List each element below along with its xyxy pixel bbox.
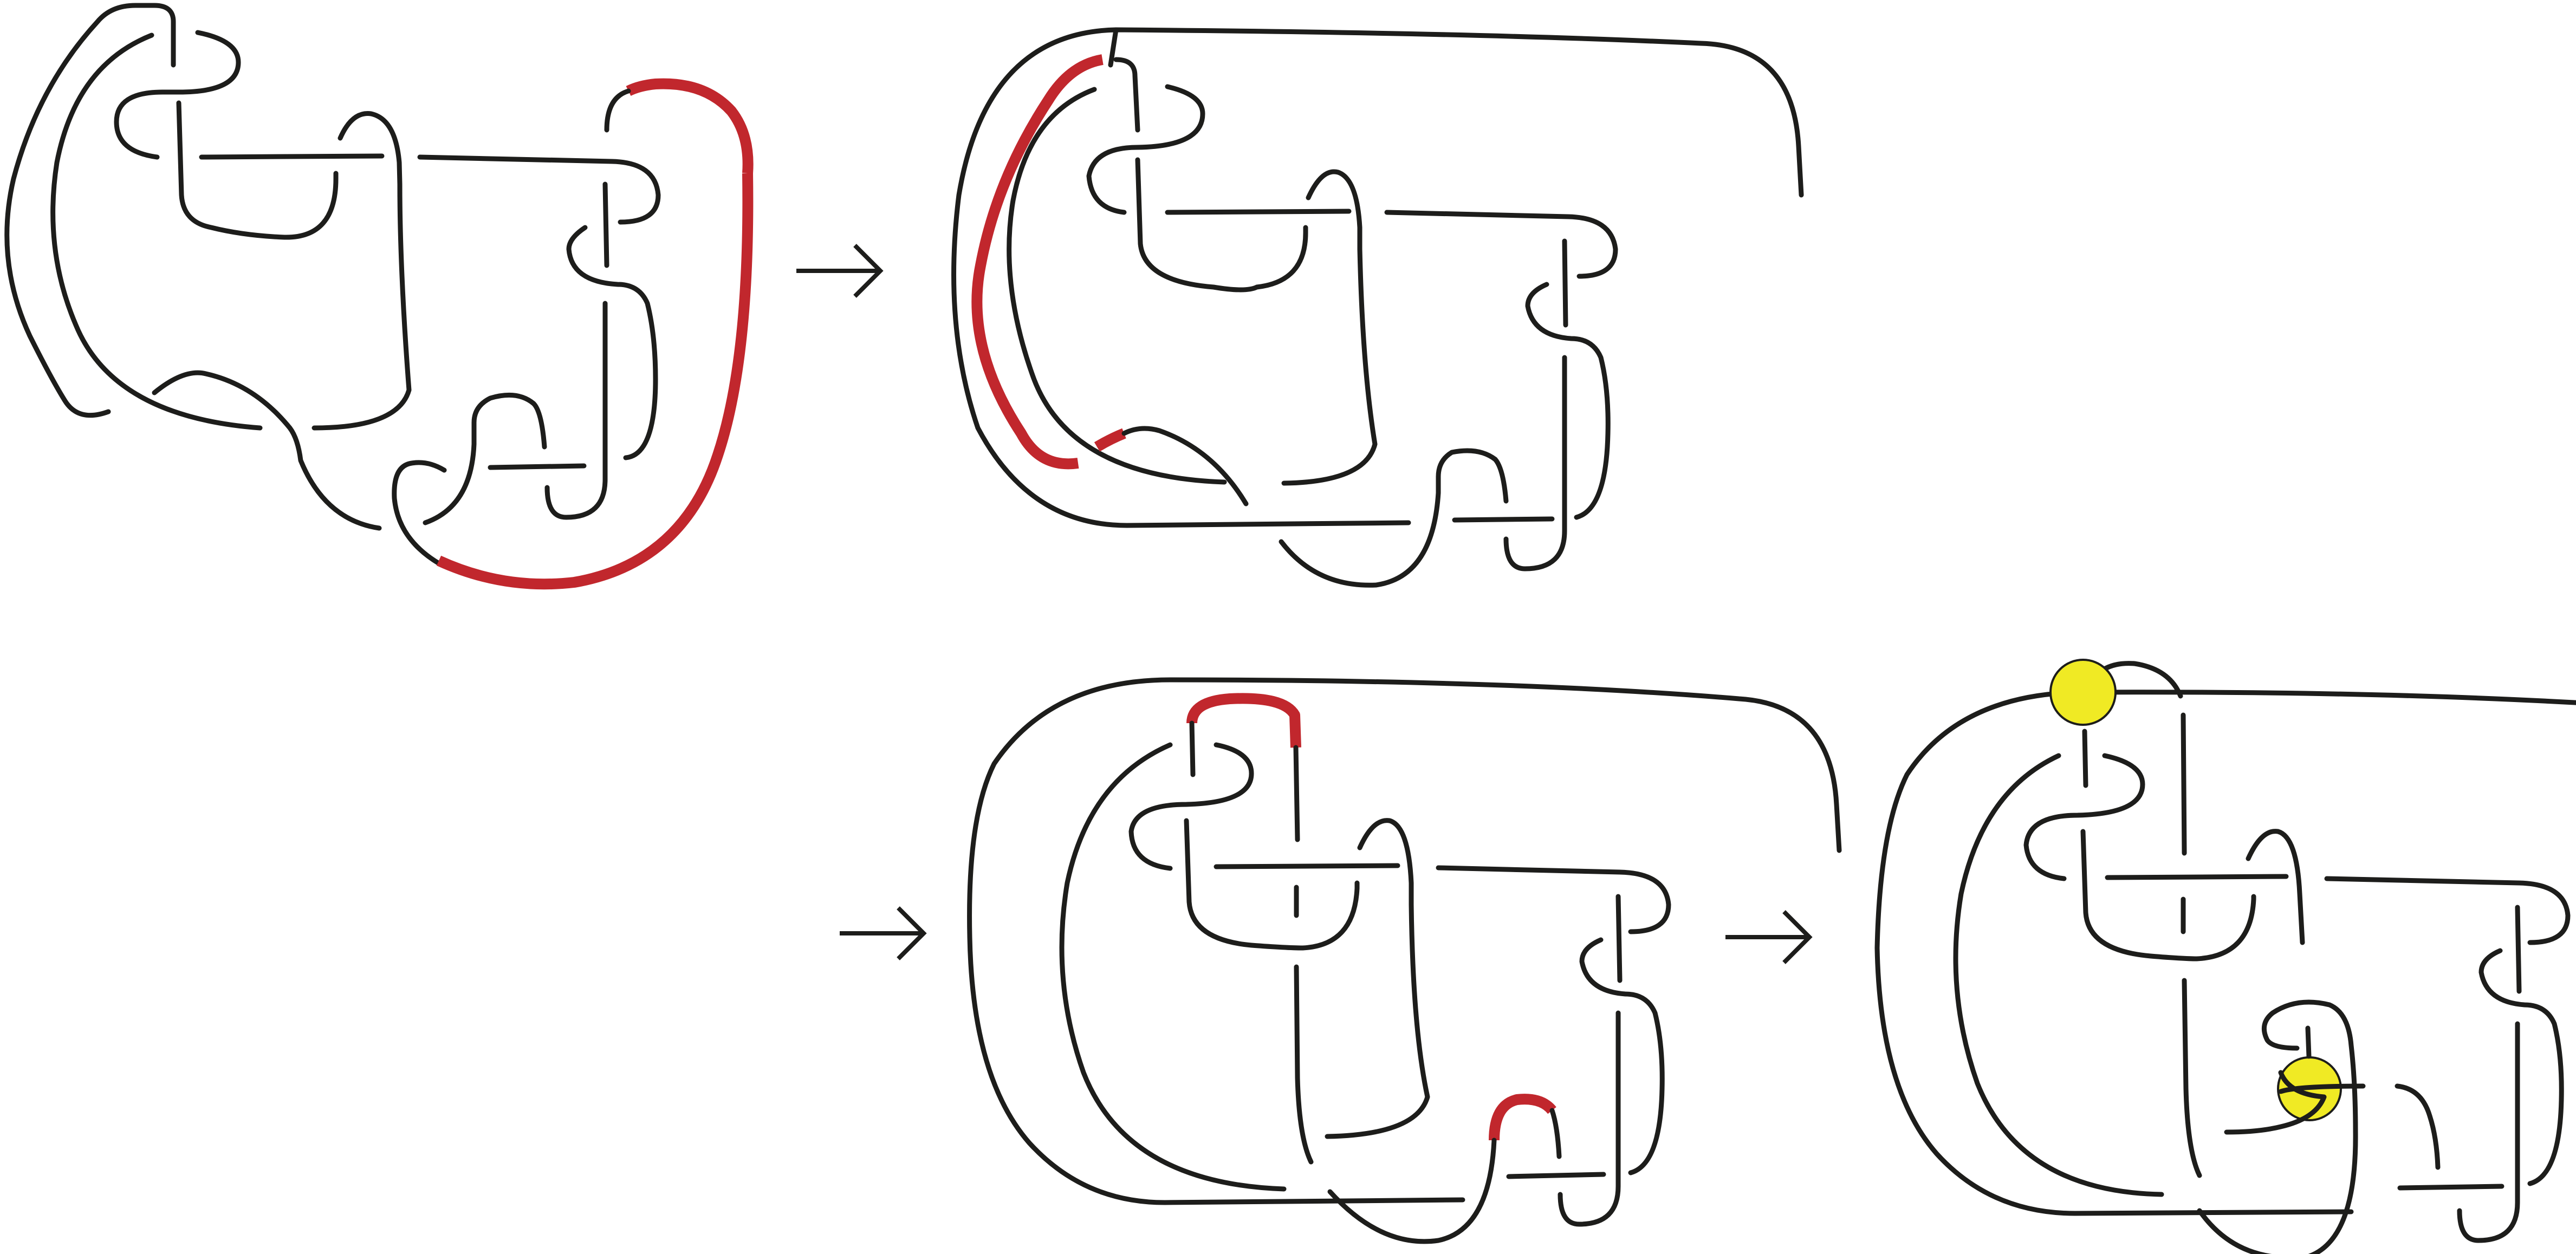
strand-center-vertical <box>1184 818 1360 951</box>
strand-outer-frame <box>2083 690 2576 705</box>
strand-outer-left <box>967 677 1465 1205</box>
strand-right-curl <box>1579 937 1665 1175</box>
strand-top-right-vertical <box>1293 745 1300 842</box>
strand-top-hook <box>160 30 241 95</box>
strand-right-vertical-1 <box>602 181 609 268</box>
strand-top-curl <box>114 89 165 160</box>
strand-right-vertical-1 <box>1615 894 1623 983</box>
strand-small-arch <box>312 111 412 431</box>
strand-outer-loop <box>4 3 176 418</box>
arrow-1-to-2 <box>796 244 884 298</box>
strand-top-vertical-right <box>1113 57 1140 133</box>
highlight-arc-left <box>971 54 1104 470</box>
strand-top-hook <box>1128 742 1254 871</box>
strand-clasp-loop <box>2197 999 2358 1254</box>
strand-horizontal-bar <box>199 153 385 160</box>
strand-right-curl-1 <box>566 225 658 460</box>
strand-lower-bump-left <box>1327 1138 1497 1244</box>
strand-small-arch <box>2246 829 2305 945</box>
strand-horizontal-bar <box>1165 209 1352 215</box>
strand-lower-bar <box>2397 1184 2504 1191</box>
strand-outer-left <box>951 27 1411 528</box>
strand-inner-loop <box>1059 742 1287 1192</box>
strand-long-horizontal <box>2324 876 2571 945</box>
strand-top-vertical <box>2082 729 2088 788</box>
strand-top-hook <box>2023 753 2145 881</box>
strand-small-arch <box>1281 169 1378 486</box>
strand-bottom-left-loop <box>392 460 447 566</box>
strand-outer-frame <box>1108 27 1804 198</box>
strand-clasp-tail <box>2224 1070 2327 1135</box>
diagram-1 <box>4 3 754 590</box>
strand-top-left-vertical <box>1189 720 1196 777</box>
strand-horizontal-bar <box>1214 863 1400 869</box>
strand-lower-bump-right <box>2395 1083 2441 1170</box>
highlight-small-hump <box>1094 428 1126 452</box>
strand-outer-frame <box>1167 677 1842 853</box>
arrow-head <box>853 244 884 298</box>
strand-inner-loop <box>50 33 263 431</box>
strand-long-horizontal <box>1384 210 1618 279</box>
strand-lower-bump <box>423 392 547 525</box>
strand-top-right-tail <box>604 88 631 133</box>
strand-top-hook <box>1086 84 1205 215</box>
strand-clasp-cross <box>2278 1083 2366 1094</box>
strand-center-vertical <box>176 100 339 240</box>
arrow-3-to-4 <box>1725 910 1813 964</box>
strand-horizontal-bar <box>2105 874 2289 880</box>
strand-right-vertical-1 <box>2515 905 2522 994</box>
strand-right-curl <box>1525 282 1611 520</box>
diagram-4 <box>1874 659 2576 1254</box>
strand-lower-bar <box>1506 1172 1606 1179</box>
strand-inner-loop <box>1007 87 1227 485</box>
highlight-small-arch <box>1489 1094 1556 1141</box>
arrow-head <box>897 906 927 960</box>
highlight-arc-top <box>626 78 754 174</box>
strand-lower-bump-right <box>1549 1108 1562 1159</box>
strand-center-vertical <box>1135 157 1308 293</box>
diagram-2 <box>951 27 1804 588</box>
strand-outer-left <box>1874 690 2354 1216</box>
strand-left-hump <box>152 370 382 531</box>
arrow-head <box>1782 910 1813 964</box>
strand-lower-bar <box>1452 516 1555 523</box>
strand-right-vertical-1 <box>1562 238 1568 328</box>
strand-col-vertical-low <box>2182 978 2202 1178</box>
strand-right-vertical-2 <box>1503 355 1567 571</box>
strand-left-hump <box>1121 426 1249 506</box>
strand-right-curl <box>2478 948 2564 1186</box>
strand-lower-bump <box>1279 448 1509 588</box>
strand-right-vertical-2 <box>2457 1021 2520 1243</box>
strand-clasp-vertical <box>2305 1025 2312 1059</box>
diagram-3 <box>967 677 1842 1244</box>
strand-long-horizontal <box>1436 865 1671 934</box>
arrow-2-to-3 <box>840 906 927 960</box>
strand-long-center-vertical <box>1294 964 1314 1165</box>
strand-small-arch <box>1325 818 1430 1139</box>
strand-inner-loop <box>1953 753 2164 1197</box>
highlight-arc-bottom <box>436 173 754 590</box>
strand-right-vertical-2 <box>1558 1010 1621 1227</box>
strand-long-horizontal <box>417 154 661 225</box>
strand-center-vertical <box>2080 829 2256 961</box>
marker-top <box>2049 659 2117 726</box>
strand-right-vertical-2 <box>544 301 608 520</box>
strand-col-vertical-top <box>2181 712 2187 856</box>
strand-lower-bar <box>488 463 587 470</box>
highlight-arch-top <box>1186 693 1301 748</box>
